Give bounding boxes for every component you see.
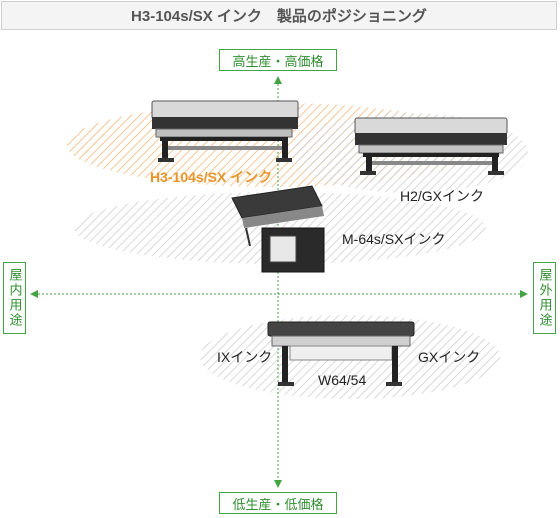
axis-label-right-text: 屋外用途 [537,268,553,328]
axis-label-bottom: 低生産・低価格 [219,492,337,514]
h3-printer-image [151,100,299,162]
page-title: H3-104s/SX インク 製品のポジショニング [1,1,557,30]
h2-printer-image [354,117,508,175]
w64-printer-image [267,321,415,386]
axis-label-left: 屋内用途 [3,262,26,334]
product-label-h3: H3-104s/SX インク [150,169,273,185]
axis-label-top: 高生産・高価格 [219,49,337,71]
product-label-w64: W64/54 [318,372,367,388]
axis-label-left-text: 屋内用途 [7,268,23,328]
m64-printer-image [231,185,325,273]
axis-label-right: 屋外用途 [533,262,556,334]
product-label-gx: GXインク [418,349,481,365]
product-label-ix: IXインク [217,349,273,365]
product-label-h2: H2/GXインク [400,188,485,204]
product-label-m64: M-64s/SXインク [342,231,446,247]
